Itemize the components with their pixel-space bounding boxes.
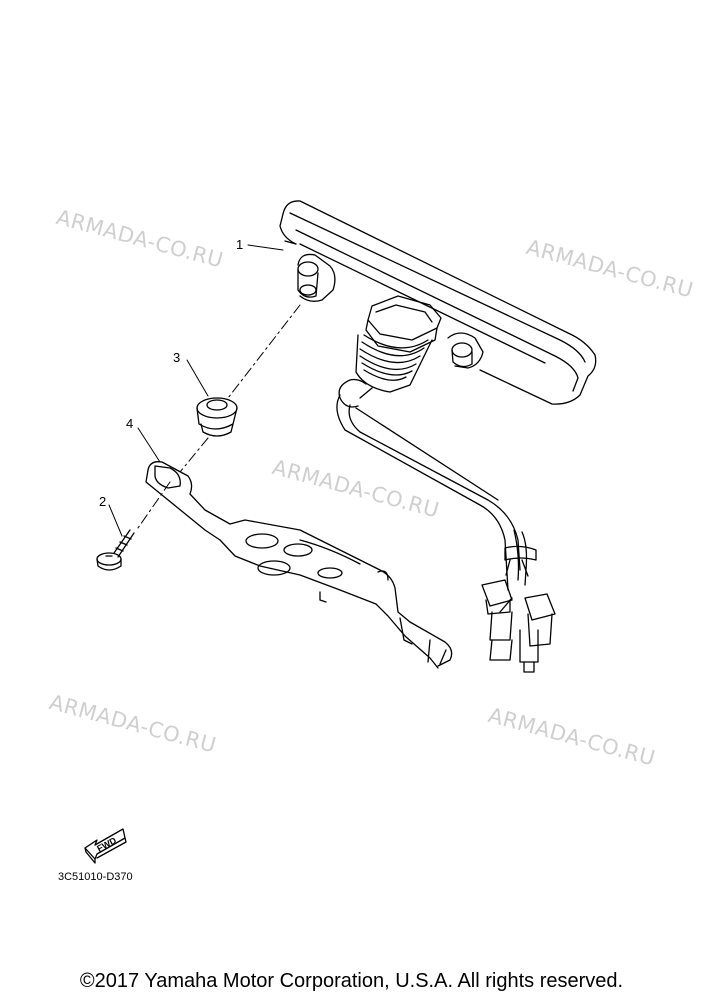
fwd-label: FWD bbox=[95, 835, 118, 854]
callout-4: 4 bbox=[126, 416, 134, 431]
callout-1: 1 bbox=[236, 237, 244, 252]
fwd-arrow-icon bbox=[84, 828, 127, 864]
meter-assembly bbox=[279, 200, 597, 408]
grommet-part bbox=[196, 397, 238, 437]
diagram-code: 3C51010-D370 bbox=[58, 871, 133, 883]
copyright-notice: ©2017 Yamaha Motor Corporation, U.S.A. A… bbox=[79, 970, 624, 992]
bracket-part bbox=[145, 461, 453, 669]
screw-part bbox=[96, 529, 135, 571]
callout-2: 2 bbox=[99, 494, 107, 509]
assembly-lines bbox=[137, 304, 301, 529]
leader-lines bbox=[108, 244, 284, 537]
callout-3: 3 bbox=[173, 350, 181, 365]
wire-harness bbox=[336, 394, 556, 673]
